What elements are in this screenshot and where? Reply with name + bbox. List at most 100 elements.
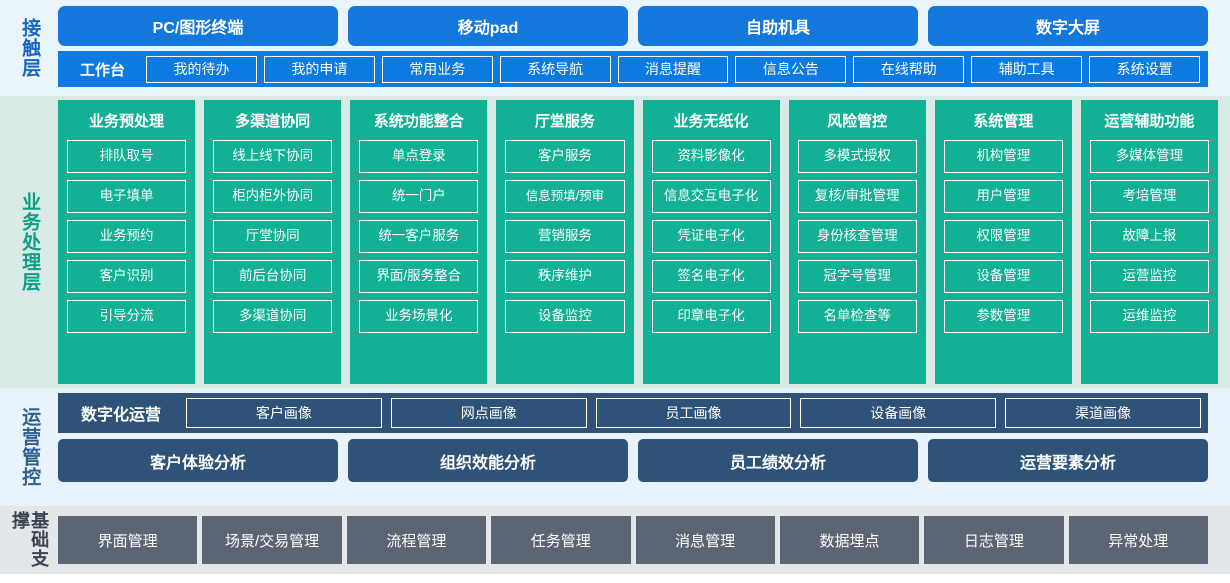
biz-item-prefill-preaudit[interactable]: 信息预填/预审 <box>505 180 625 213</box>
column-title: 多渠道协同 <box>235 112 311 130</box>
portrait-channel[interactable]: 渠道画像 <box>1005 398 1201 428</box>
biz-item-multimedia-mgmt[interactable]: 多媒体管理 <box>1089 140 1209 173</box>
biz-item-fault-report[interactable]: 故障上报 <box>1089 220 1209 253</box>
column-title: 业务预处理 <box>89 112 165 130</box>
biz-item-maintenance-monitor[interactable]: 运维监控 <box>1089 300 1209 333</box>
biz-item-review-approval[interactable]: 复核/审批管理 <box>797 180 917 213</box>
digital-operations-label: 数字化运营 <box>81 407 162 424</box>
biz-item-device-mgmt[interactable]: 设备管理 <box>943 260 1063 293</box>
business-column-paperless: 业务无纸化 资料影像化 信息交互电子化 凭证电子化 签名电子化 印章电子化 <box>642 100 780 384</box>
business-column-system-management: 系统管理 机构管理 用户管理 权限管理 设备管理 参数管理 <box>934 100 1072 384</box>
biz-item-operation-monitor[interactable]: 运营监控 <box>1089 260 1209 293</box>
foundation-layer-label: 基础支撑 <box>10 511 50 568</box>
foundation-item-scenario-transaction-mgmt[interactable]: 场景/交易管理 <box>202 516 342 564</box>
tool-announcement[interactable]: 信息公告 <box>735 55 847 83</box>
biz-item-seal-digital[interactable]: 印章电子化 <box>651 300 771 333</box>
foundation-item-log-mgmt[interactable]: 日志管理 <box>924 516 1064 564</box>
channel-mobile-pad[interactable]: 移动pad <box>348 6 628 46</box>
foundation-layer: 基础支撑 界面管理 场景/交易管理 流程管理 任务管理 消息管理 数据埋点 日志… <box>0 506 1230 574</box>
biz-item-serial-number-mgmt[interactable]: 冠字号管理 <box>797 260 917 293</box>
tool-system-settings[interactable]: 系统设置 <box>1089 55 1201 83</box>
operations-layer-body: 数字化运营 客户画像 网点画像 员工画像 设备画像 渠道画像 客户体验分析 组织… <box>58 393 1230 501</box>
tool-common-business[interactable]: 常用业务 <box>381 55 493 83</box>
biz-item-queue-ticket[interactable]: 排队取号 <box>67 140 187 173</box>
business-layer-body: 业务预处理 排队取号 电子填单 业务预约 客户识别 引导分流 多渠道协同 线上线… <box>58 100 1230 384</box>
column-title: 运营辅助功能 <box>1104 112 1195 130</box>
biz-item-org-mgmt[interactable]: 机构管理 <box>943 140 1063 173</box>
biz-item-ui-service-integration[interactable]: 界面/服务整合 <box>359 260 479 293</box>
biz-item-user-mgmt[interactable]: 用户管理 <box>943 180 1063 213</box>
biz-item-guide-diversion[interactable]: 引导分流 <box>67 300 187 333</box>
biz-item-e-form[interactable]: 电子填单 <box>67 180 187 213</box>
biz-item-list-check[interactable]: 名单检查等 <box>797 300 917 333</box>
contact-layer-body: PC/图形终端 移动pad 自助机具 数字大屏 工作台 我的待办 我的申请 常用… <box>58 6 1230 90</box>
operations-layer: 运营管控 数字化运营 客户画像 网点画像 员工画像 设备画像 渠道画像 客户体验… <box>0 388 1230 506</box>
tool-auxiliary-tools[interactable]: 辅助工具 <box>971 55 1083 83</box>
biz-item-lobby-collab[interactable]: 厅堂协同 <box>213 220 333 253</box>
foundation-item-process-mgmt[interactable]: 流程管理 <box>346 516 487 564</box>
analysis-operation-factors[interactable]: 运营要素分析 <box>928 439 1208 482</box>
biz-item-multimode-authorization[interactable]: 多模式授权 <box>797 140 917 173</box>
biz-item-customer-service[interactable]: 客户服务 <box>505 140 625 173</box>
tool-my-todo[interactable]: 我的待办 <box>146 55 257 83</box>
foundation-layer-body: 界面管理 场景/交易管理 流程管理 任务管理 消息管理 数据埋点 日志管理 异常… <box>58 511 1230 569</box>
foundation-item-data-tracking[interactable]: 数据埋点 <box>779 516 920 564</box>
foundation-item-message-mgmt[interactable]: 消息管理 <box>635 516 775 564</box>
business-column-lobby-service: 厅堂服务 客户服务 信息预填/预审 营销服务 秩序维护 设备监控 <box>496 100 634 384</box>
column-title: 系统管理 <box>973 112 1034 130</box>
biz-item-counter-inout[interactable]: 柜内柜外协同 <box>213 180 333 213</box>
foundation-item-exception-handling[interactable]: 异常处理 <box>1068 516 1208 564</box>
business-column-multichannel: 多渠道协同 线上线下协同 柜内柜外协同 厅堂协同 前后台协同 多渠道协同 <box>204 100 342 384</box>
portrait-customer[interactable]: 客户画像 <box>186 398 382 428</box>
biz-item-sso[interactable]: 单点登录 <box>359 140 479 173</box>
portrait-device[interactable]: 设备画像 <box>800 398 997 428</box>
workbench-label: 工作台 <box>80 61 126 79</box>
biz-item-order-maintenance[interactable]: 秩序维护 <box>505 260 625 293</box>
biz-item-material-imaging[interactable]: 资料影像化 <box>651 140 771 173</box>
channel-self-service[interactable]: 自助机具 <box>638 6 918 46</box>
biz-item-unified-customer-service[interactable]: 统一客户服务 <box>359 220 479 253</box>
biz-item-front-back[interactable]: 前后台协同 <box>213 260 333 293</box>
tool-message-alert[interactable]: 消息提醒 <box>617 55 729 83</box>
tool-system-navigation[interactable]: 系统导航 <box>499 55 611 83</box>
biz-item-appointment[interactable]: 业务预约 <box>67 220 187 253</box>
biz-item-marketing-service[interactable]: 营销服务 <box>505 220 625 253</box>
analysis-organization-efficiency[interactable]: 组织效能分析 <box>348 439 628 482</box>
biz-item-online-offline[interactable]: 线上线下协同 <box>213 140 333 173</box>
foundation-item-ui-mgmt[interactable]: 界面管理 <box>58 516 198 564</box>
tool-online-help[interactable]: 在线帮助 <box>853 55 965 83</box>
biz-item-voucher-digital[interactable]: 凭证电子化 <box>651 220 771 253</box>
business-column-preprocessing: 业务预处理 排队取号 电子填单 业务预约 客户识别 引导分流 <box>58 100 196 384</box>
biz-item-permission-mgmt[interactable]: 权限管理 <box>943 220 1063 253</box>
biz-item-parameter-mgmt[interactable]: 参数管理 <box>943 300 1063 333</box>
tool-my-application[interactable]: 我的申请 <box>263 55 375 83</box>
digital-operations-row: 数字化运营 客户画像 网点画像 员工画像 设备画像 渠道画像 <box>58 393 1208 433</box>
channel-row: PC/图形终端 移动pad 自助机具 数字大屏 <box>58 6 1208 46</box>
biz-item-business-scenario[interactable]: 业务场景化 <box>359 300 479 333</box>
biz-item-identity-verification[interactable]: 身份核查管理 <box>797 220 917 253</box>
biz-item-customer-id[interactable]: 客户识别 <box>67 260 187 293</box>
business-column-risk-control: 风险管控 多模式授权 复核/审批管理 身份核查管理 冠字号管理 名单检查等 <box>788 100 926 384</box>
column-title: 风险管控 <box>827 112 888 130</box>
channel-digital-screen[interactable]: 数字大屏 <box>928 6 1208 46</box>
analysis-employee-performance[interactable]: 员工绩效分析 <box>638 439 918 482</box>
foundation-item-task-mgmt[interactable]: 任务管理 <box>491 516 631 564</box>
biz-item-training-mgmt[interactable]: 考培管理 <box>1089 180 1209 213</box>
column-title: 业务无纸化 <box>673 112 749 130</box>
biz-item-device-monitor[interactable]: 设备监控 <box>505 300 625 333</box>
biz-item-multichannel-collab[interactable]: 多渠道协同 <box>213 300 333 333</box>
business-layer: 业务处理层 业务预处理 排队取号 电子填单 业务预约 客户识别 引导分流 多渠道… <box>0 96 1230 388</box>
contact-layer: 接触层 PC/图形终端 移动pad 自助机具 数字大屏 工作台 我的待办 我的申… <box>0 0 1230 96</box>
channel-pc[interactable]: PC/图形终端 <box>58 6 338 46</box>
portrait-employee[interactable]: 员工画像 <box>595 398 792 428</box>
analysis-customer-experience[interactable]: 客户体验分析 <box>58 439 338 482</box>
portrait-branch[interactable]: 网点画像 <box>390 398 587 428</box>
operations-layer-label: 运营管控 <box>19 407 41 487</box>
biz-item-signature-digital[interactable]: 签名电子化 <box>651 260 771 293</box>
biz-item-unified-portal[interactable]: 统一门户 <box>359 180 479 213</box>
workbench-toolbar: 工作台 我的待办 我的申请 常用业务 系统导航 消息提醒 信息公告 在线帮助 辅… <box>58 51 1208 87</box>
biz-item-info-exchange-digital[interactable]: 信息交互电子化 <box>651 180 771 213</box>
business-column-system-integration: 系统功能整合 单点登录 统一门户 统一客户服务 界面/服务整合 业务场景化 <box>350 100 488 384</box>
analysis-row: 客户体验分析 组织效能分析 员工绩效分析 运营要素分析 <box>58 439 1208 482</box>
